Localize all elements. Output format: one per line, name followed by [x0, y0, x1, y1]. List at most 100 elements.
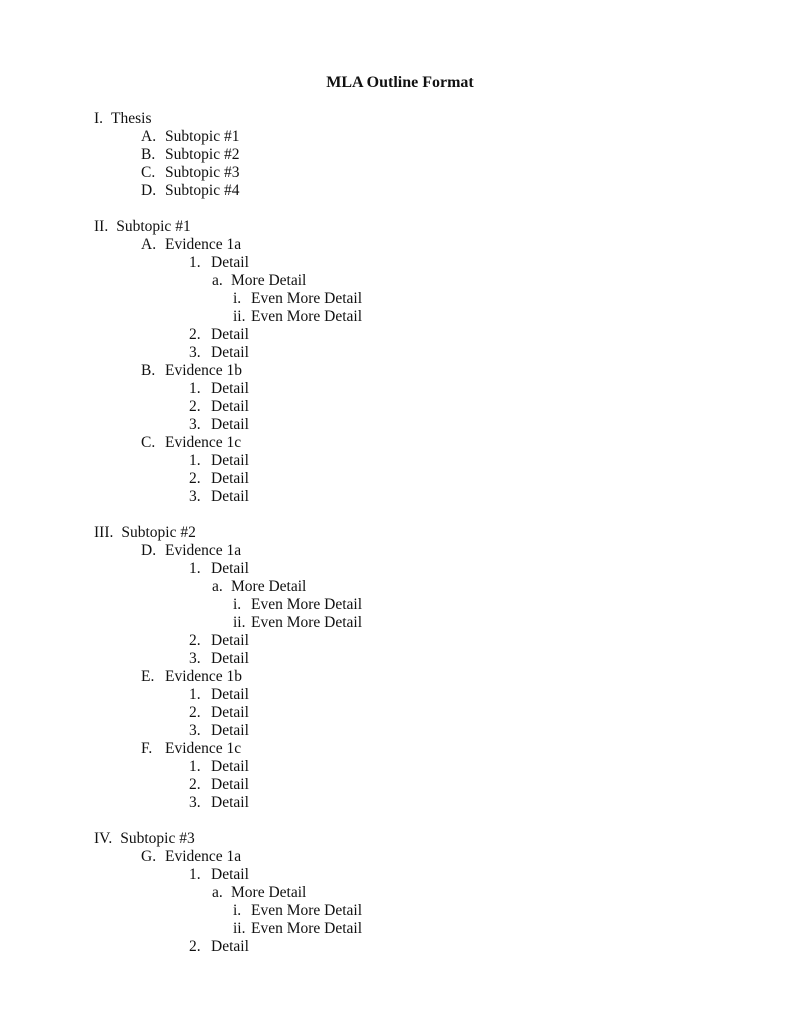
outline-text: More Detail — [231, 272, 307, 289]
outline-detail: 2.Detail — [189, 326, 249, 344]
outline-text: Evidence 1a — [165, 542, 242, 559]
outline-subtopic: C.Subtopic #3 — [141, 164, 240, 182]
outline-detail: 1. Detail — [189, 866, 249, 884]
outline-text: Subtopic #3 — [120, 830, 195, 847]
outline-detail: 3.Detail — [189, 488, 249, 506]
outline-even-more-detail: i.Even More Detail — [233, 902, 362, 920]
outline-text: Detail — [211, 488, 249, 505]
outline-text: Detail — [211, 686, 249, 703]
outline-label: 1. — [189, 254, 201, 271]
outline-subtopic: D.Subtopic #4 — [141, 182, 240, 200]
outline-text: Detail — [211, 704, 249, 721]
outline-text: Subtopic #1 — [116, 218, 191, 235]
outline-subtopic: G. Evidence 1a — [141, 848, 241, 866]
outline-label: II. — [94, 218, 109, 235]
outline-detail: 1. Detail — [189, 380, 249, 398]
outline-subtopic: A. Subtopic #1 — [141, 128, 240, 146]
outline-text: Evidence 1a — [165, 848, 242, 865]
outline-text: Thesis — [111, 110, 152, 127]
outline-detail: 2.Detail — [189, 470, 249, 488]
outline-subtopic: A. Evidence 1a — [141, 236, 241, 254]
outline-label: ii. — [233, 920, 246, 937]
outline-text: Detail — [211, 452, 249, 469]
outline-detail: 2. Detail — [189, 704, 249, 722]
outline-text: Detail — [211, 758, 249, 775]
outline-detail: 2.Detail — [189, 938, 249, 956]
outline-text: Detail — [211, 776, 249, 793]
outline-label: i. — [233, 596, 242, 613]
outline-text: Detail — [211, 560, 249, 577]
outline-text: Evidence 1c — [165, 740, 242, 757]
outline-section: I. Thesis — [94, 110, 152, 128]
outline-label: E. — [141, 668, 155, 685]
outline-detail: 2.Detail — [189, 776, 249, 794]
outline-text: More Detail — [231, 884, 307, 901]
outline-label: A. — [141, 236, 157, 253]
outline-label: I. — [94, 110, 104, 127]
outline-label: i. — [233, 902, 242, 919]
outline-label: 1. — [189, 866, 201, 883]
outline-text: Even More Detail — [251, 614, 363, 631]
outline-text: Detail — [211, 416, 249, 433]
outline-detail: 1.Detail — [189, 254, 249, 272]
outline-label: 1. — [189, 560, 201, 577]
outline-detail: 3.Detail — [189, 650, 249, 668]
outline-more-detail: a.More Detail — [212, 578, 306, 596]
outline-text: Evidence 1c — [165, 434, 242, 451]
outline-label: 2. — [189, 938, 201, 955]
outline-subtopic: C.Evidence 1c — [141, 434, 241, 452]
outline-detail: 3.Detail — [189, 344, 249, 362]
outline-even-more-detail: ii. Even More Detail — [233, 614, 362, 632]
outline-text: Even More Detail — [251, 308, 363, 325]
outline-text: Detail — [211, 380, 249, 397]
outline-label: 3. — [189, 344, 201, 361]
outline-even-more-detail: ii. Even More Detail — [233, 920, 362, 938]
outline-detail: 1. Detail — [189, 560, 249, 578]
outline-label: ii. — [233, 308, 246, 325]
outline-label: 1. — [189, 452, 201, 469]
outline-label: D. — [141, 542, 157, 559]
outline-detail: 3.Detail — [189, 416, 249, 434]
outline-text: Subtopic #3 — [165, 164, 240, 181]
outline-text: Even More Detail — [251, 596, 363, 613]
outline-detail: 3.Detail — [189, 794, 249, 812]
outline-label: i. — [233, 290, 242, 307]
outline-subtopic: B. Subtopic #2 — [141, 146, 240, 164]
outline-label: 2. — [189, 704, 201, 721]
outline-text: Subtopic #4 — [165, 182, 240, 199]
outline-text: Detail — [211, 722, 249, 739]
outline-text: Subtopic #2 — [165, 146, 240, 163]
outline-more-detail: a.More Detail — [212, 884, 306, 902]
outline-label: 2. — [189, 398, 201, 415]
outline-label: a. — [212, 272, 223, 289]
outline-label: B. — [141, 362, 156, 379]
outline-label: F. — [141, 740, 153, 757]
outline-label: 1. — [189, 380, 201, 397]
outline-text: Detail — [211, 866, 249, 883]
outline-label: 3. — [189, 794, 201, 811]
outline-section: II. Subtopic #1 — [94, 218, 191, 236]
outline-even-more-detail: i. Even More Detail — [233, 596, 362, 614]
outline-label: A. — [141, 128, 157, 145]
outline-detail: 3. Detail — [189, 722, 249, 740]
outline-label: 1. — [189, 686, 201, 703]
outline-label: G. — [141, 848, 157, 865]
outline-label: 2. — [189, 470, 201, 487]
outline-text: Detail — [211, 326, 249, 343]
outline-label: 3. — [189, 722, 201, 739]
outline-section: III.Subtopic #2 — [94, 524, 196, 542]
outline-more-detail: a. More Detail — [212, 272, 306, 290]
outline-even-more-detail: i. Even More Detail — [233, 290, 362, 308]
outline-text: Evidence 1a — [165, 236, 242, 253]
outline-text: Detail — [211, 632, 249, 649]
outline-subtopic: E.Evidence 1b — [141, 668, 242, 686]
outline-label: ii. — [233, 614, 246, 631]
outline-text: Even More Detail — [251, 920, 363, 937]
outline-text: More Detail — [231, 578, 307, 595]
outline-label: III. — [94, 524, 114, 541]
outline-text: Subtopic #1 — [165, 128, 240, 145]
outline-label: 2. — [189, 632, 201, 649]
outline-label: B. — [141, 146, 156, 163]
outline-label: IV. — [94, 830, 113, 847]
outline-text: Even More Detail — [251, 290, 363, 307]
